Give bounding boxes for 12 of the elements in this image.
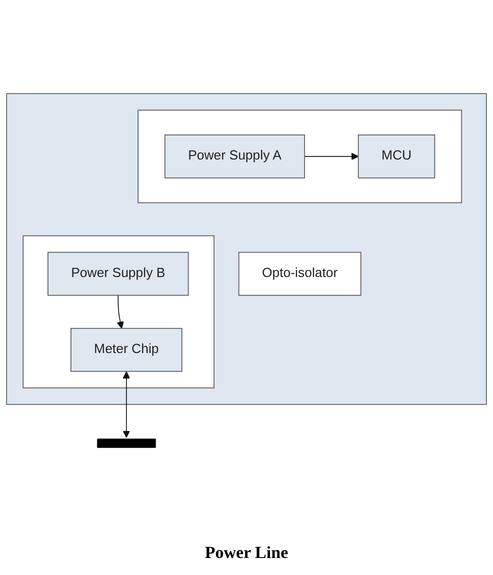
cluster <box>6 93 487 405</box>
node-box: Opto-isolator <box>238 252 362 296</box>
arrow <box>304 152 359 160</box>
node-box: MCU <box>358 134 436 178</box>
node-box: Power Supply B <box>48 252 189 296</box>
cluster <box>22 235 214 388</box>
arrow <box>116 294 124 329</box>
cluster <box>138 110 462 204</box>
node-box: Power Supply A <box>164 134 305 178</box>
bus-label: Power Line <box>204 543 288 563</box>
node-box: Meter Chip <box>70 328 182 372</box>
arrow <box>122 371 130 438</box>
